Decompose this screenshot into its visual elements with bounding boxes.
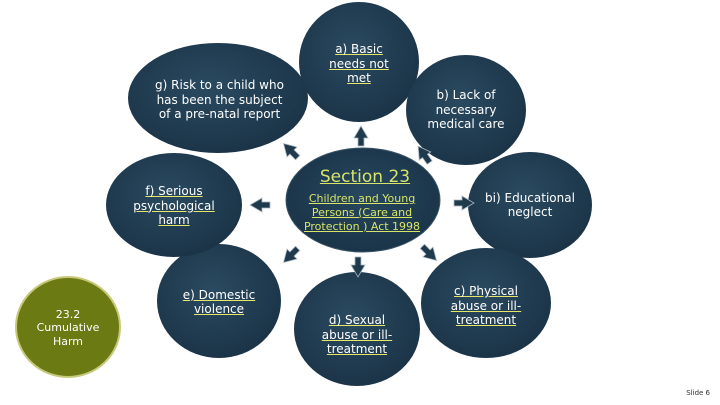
node-d[interactable]: d) Sexual abuse or ill-treatment <box>318 307 396 363</box>
cumulative-harm-shape[interactable] <box>15 276 121 378</box>
node-c-label: c) Physical abuse or ill-treatment <box>450 284 522 328</box>
node-b-label: b) Lack of necessary medical care <box>427 88 505 132</box>
node-a-shape[interactable] <box>299 2 419 122</box>
node-f-label: f) Serious psychological harm <box>133 184 215 228</box>
center-subtitle[interactable]: Children and Young Persons (Care and Pro… <box>303 192 421 233</box>
center-title[interactable]: Section 23 <box>319 167 411 187</box>
arrow-to-d-icon <box>350 256 366 278</box>
node-g-shape[interactable] <box>128 43 308 153</box>
arrow-to-a-icon <box>353 125 369 147</box>
node-e-shape[interactable] <box>157 244 281 358</box>
node-a[interactable]: a) Basic needs not met <box>326 38 392 90</box>
node-c-shape[interactable] <box>421 248 551 358</box>
node-d-shape[interactable] <box>294 272 420 386</box>
arrow-to-g-icon <box>282 142 301 161</box>
node-f[interactable]: f) Serious psychological harm <box>118 178 230 234</box>
cumulative-harm-label: 23.2 Cumulative Harm <box>36 308 100 348</box>
arrow-to-e-icon <box>282 245 301 264</box>
node-e-label: e) Domestic violence <box>182 287 256 316</box>
node-g[interactable]: g) Risk to a child who has been the subj… <box>152 62 287 138</box>
arrow-to-c-icon <box>419 243 438 262</box>
node-b[interactable]: b) Lack of necessary medical care <box>426 74 506 146</box>
arrow-to-b-icon <box>417 145 433 165</box>
node-bi[interactable]: bi) Educational neglect <box>484 176 576 234</box>
node-e[interactable]: e) Domestic violence <box>174 282 264 322</box>
node-bi-label: bi) Educational neglect <box>485 190 575 219</box>
center-shape[interactable] <box>285 147 441 253</box>
node-g-label: g) Risk to a child who has been the subj… <box>155 78 284 122</box>
cumulative-harm[interactable]: 23.2 Cumulative Harm <box>30 300 106 356</box>
arrow-to-bi-icon <box>453 195 475 211</box>
node-d-label: d) Sexual abuse or ill-treatment <box>321 313 393 357</box>
node-b-shape[interactable] <box>406 55 526 165</box>
slide-number: Slide 6 <box>686 389 710 397</box>
node-bi-shape[interactable] <box>468 152 592 258</box>
arrow-to-f-icon <box>249 197 271 213</box>
node-a-label: a) Basic needs not met <box>329 42 389 86</box>
node-c[interactable]: c) Physical abuse or ill-treatment <box>444 278 528 334</box>
node-f-shape[interactable] <box>106 153 242 257</box>
